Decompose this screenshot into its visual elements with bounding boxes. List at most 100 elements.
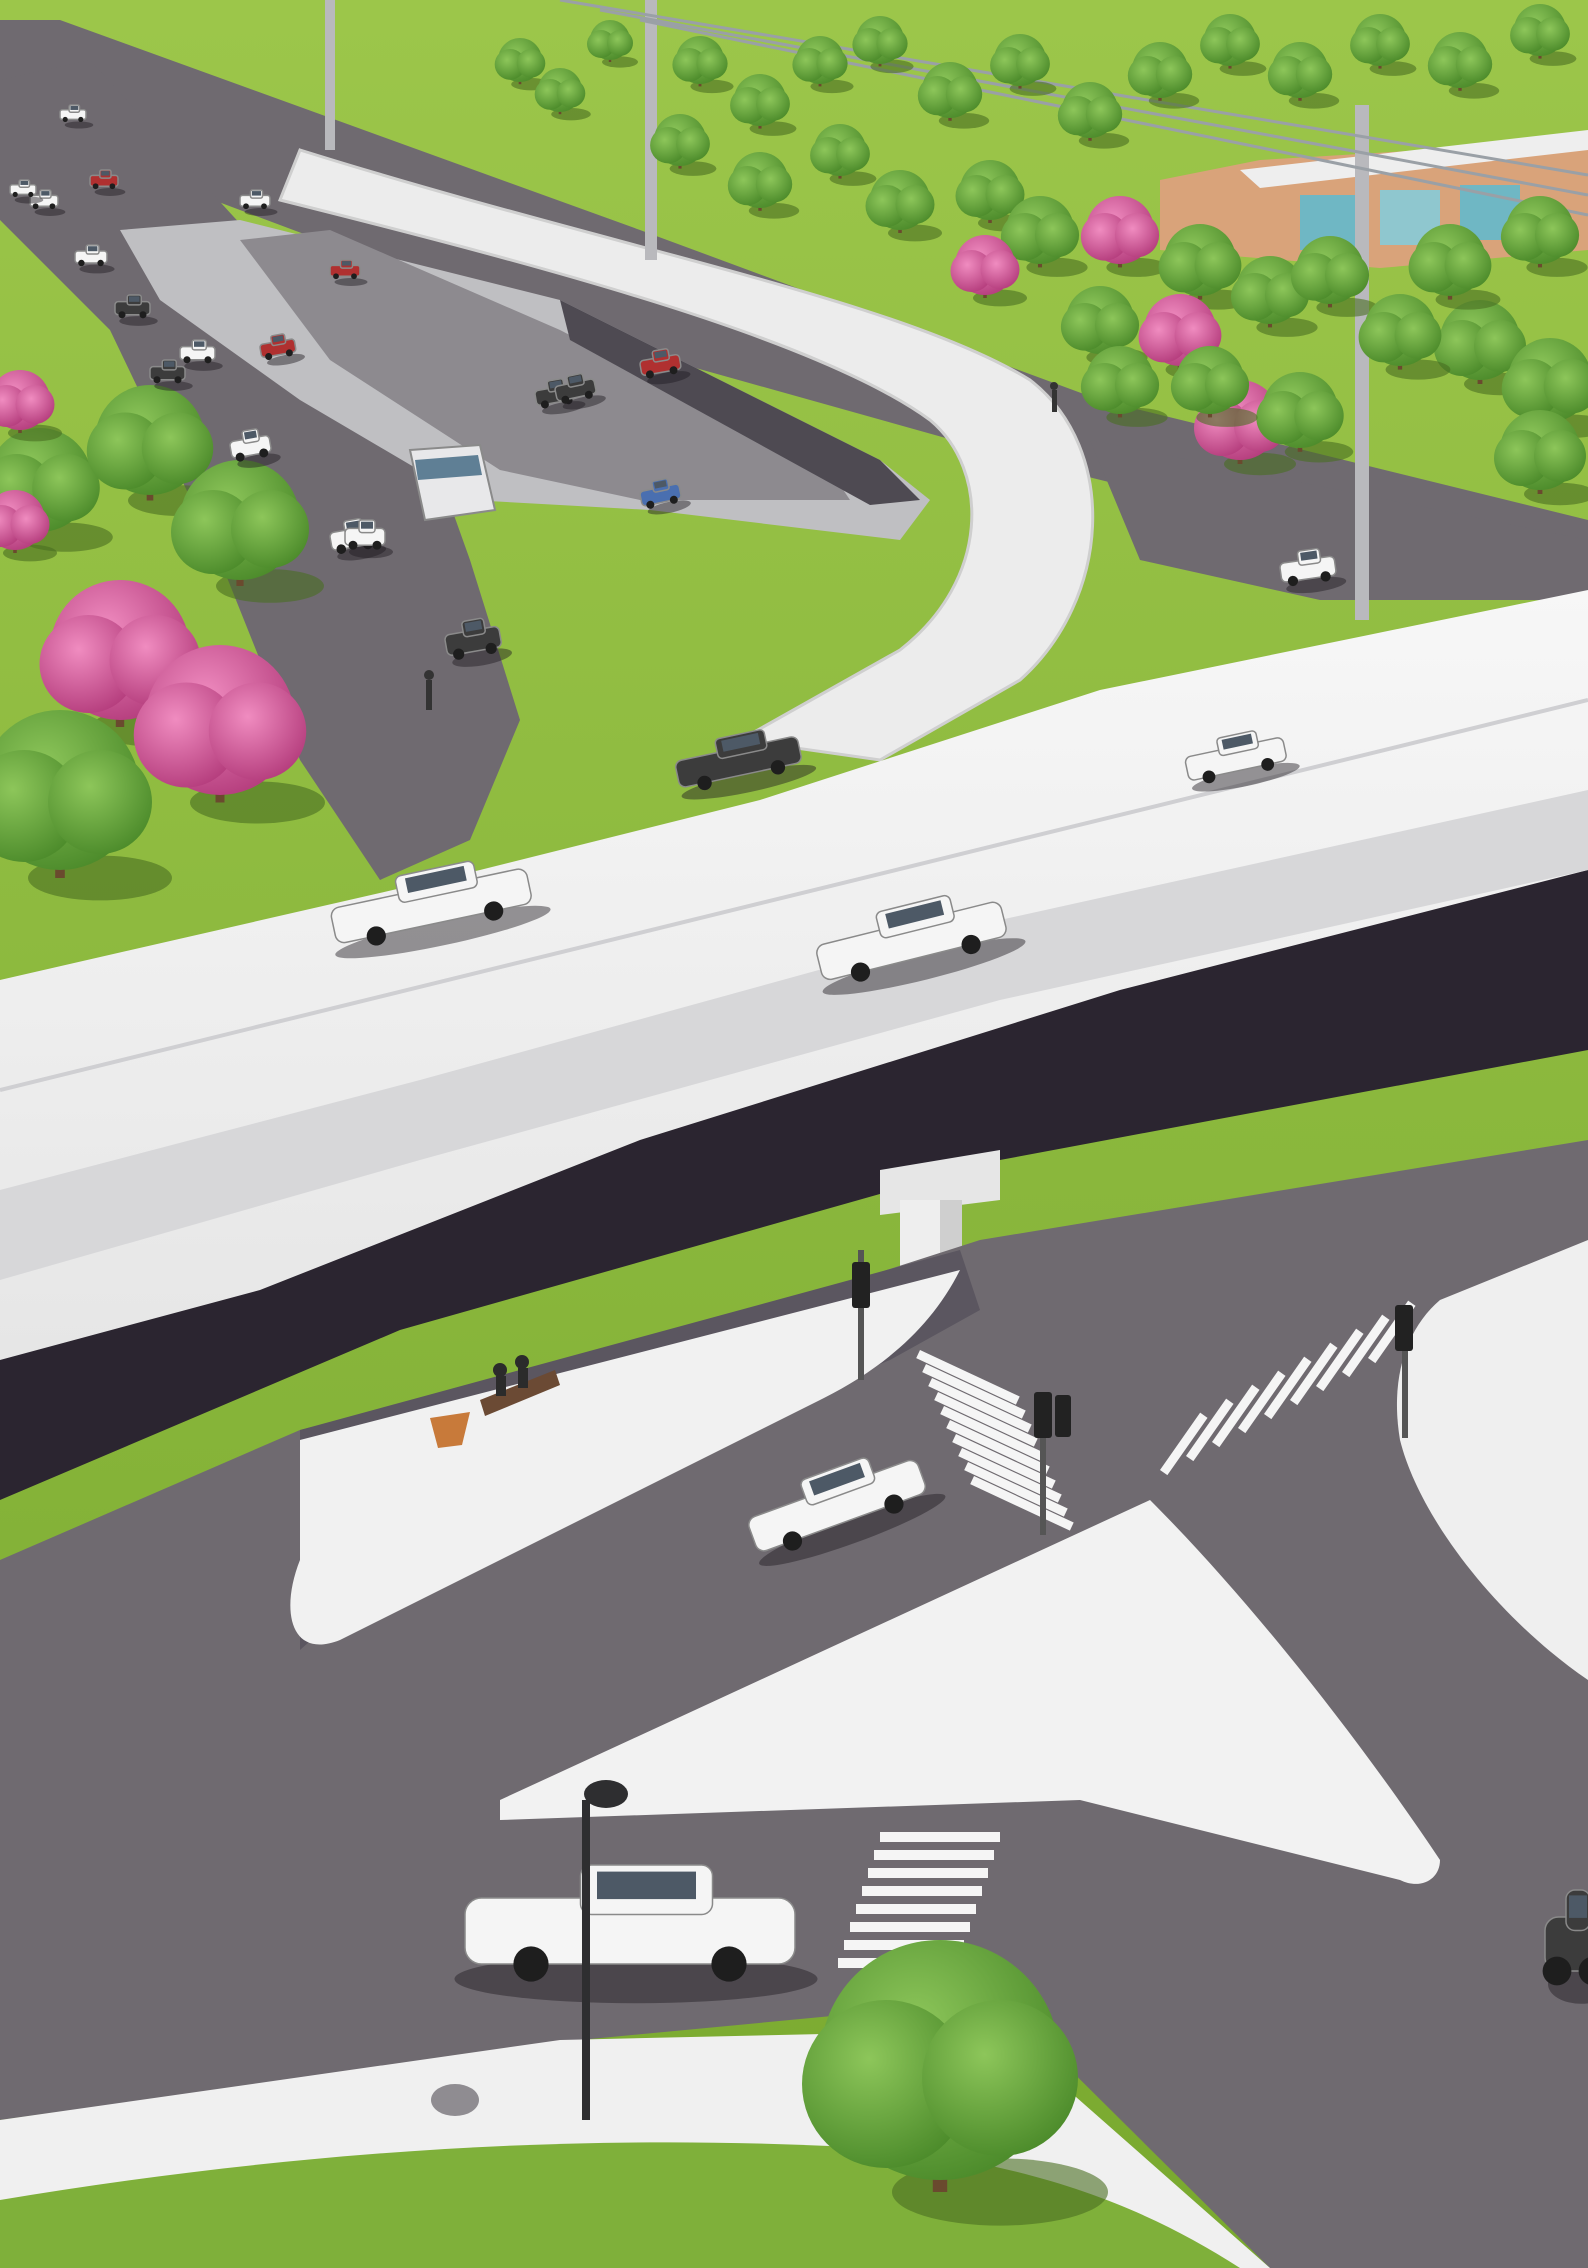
crosswalk-stripe — [970, 1475, 1074, 1531]
crosswalk-stripe — [856, 1904, 976, 1914]
tree-icon — [792, 36, 854, 94]
tree-icon — [865, 170, 942, 242]
tree-icon — [955, 160, 1032, 232]
tree-icon — [1000, 196, 1088, 277]
tree-icon — [133, 645, 325, 824]
tree-icon — [587, 20, 638, 68]
tree-icon — [1256, 372, 1354, 463]
flyover-ramp — [277, 148, 1095, 762]
crosswalk-stripe — [1160, 1412, 1208, 1476]
crosswalk-stripe — [1212, 1384, 1260, 1448]
crosswalk-stripe — [922, 1363, 1026, 1419]
trench-wall-shadow — [560, 300, 920, 505]
car-icon — [59, 104, 94, 129]
building — [1160, 130, 1588, 268]
tree-icon — [1080, 196, 1168, 277]
tree-icon — [1350, 14, 1417, 76]
car-icon — [149, 359, 193, 391]
car-icon — [89, 169, 126, 196]
car-icon — [179, 339, 223, 371]
tree-icon — [534, 68, 591, 121]
tree-icon — [0, 710, 172, 901]
local-road-right — [1090, 440, 1588, 600]
crosswalk-stripe — [844, 1940, 964, 1950]
car-icon — [639, 348, 691, 385]
tree-icon — [802, 1940, 1108, 2226]
car-icon — [675, 729, 817, 800]
crosswalk-stripe — [874, 1850, 994, 1860]
tree-icon — [1170, 346, 1258, 427]
right-island — [1396, 1240, 1588, 1680]
car-icon — [259, 333, 305, 366]
car-icon — [9, 179, 44, 204]
tree-icon — [727, 152, 800, 219]
tree-icon — [950, 235, 1027, 307]
car-icon — [639, 477, 691, 515]
crosswalk-stripe — [1289, 1342, 1338, 1406]
tree-icon — [810, 124, 877, 186]
tree-icon — [1500, 196, 1588, 277]
bridge-parapet — [0, 790, 1588, 1280]
car-icon — [29, 189, 66, 216]
car-icon — [329, 259, 368, 286]
bridge-deck — [0, 590, 1588, 1360]
crosswalk-stripe — [934, 1391, 1038, 1447]
crosswalk-stripe — [862, 1886, 982, 1896]
tree-icon — [1510, 4, 1577, 66]
vehicles-layer — [9, 104, 1588, 2004]
car-icon — [554, 372, 606, 410]
tree-icon — [1434, 300, 1536, 396]
tree-icon — [0, 490, 57, 562]
tree-icon — [1200, 14, 1267, 76]
crosswalk-stripe — [940, 1406, 1044, 1461]
crosswalk-stripe — [958, 1448, 1062, 1503]
crosswalk-stripe — [1342, 1314, 1390, 1378]
crosswalk-upper — [916, 1349, 1074, 1531]
car-icon — [229, 428, 281, 468]
bench-icon — [430, 1355, 560, 1448]
crosswalk-stripe — [1264, 1356, 1312, 1420]
tree-icon — [730, 74, 797, 136]
crosswalk-right — [1160, 1300, 1416, 1476]
car-icon — [444, 617, 512, 667]
tree-icon — [1494, 410, 1588, 506]
pedestrian-icon — [424, 382, 1058, 710]
tree-icon — [1267, 42, 1340, 109]
tree-icon — [1290, 236, 1378, 317]
tree-icon — [1057, 82, 1130, 149]
car-icon — [816, 894, 1026, 995]
car-icon — [330, 860, 551, 959]
car-icon — [1184, 730, 1300, 792]
tree-icon — [852, 16, 914, 74]
traffic-light-icon — [852, 1250, 1413, 1535]
tree-icon — [86, 385, 227, 516]
car-icon — [748, 1457, 946, 1566]
street-lamp-icon — [431, 1780, 628, 2120]
underpass-road — [240, 230, 850, 500]
car-icon — [74, 244, 115, 274]
tree-icon — [917, 62, 990, 129]
crosswalk-stripe — [952, 1434, 1056, 1489]
crosswalk-stripe — [928, 1377, 1032, 1433]
crosswalk-stripe — [916, 1349, 1020, 1405]
tree-icon — [672, 36, 734, 94]
tree-icon — [650, 114, 717, 176]
car-icon — [114, 294, 158, 326]
tree-icon — [0, 370, 62, 442]
triangular-island — [500, 1500, 1440, 1884]
tree-icon — [1230, 256, 1318, 337]
crosswalk-stripe — [1316, 1328, 1364, 1392]
tree-icon — [1358, 294, 1451, 380]
car-icon — [454, 1864, 818, 2004]
car-icon — [1542, 1889, 1588, 2004]
crosswalk-stripe — [946, 1420, 1050, 1475]
tree-icon — [1427, 32, 1500, 99]
crosswalk-stripe — [868, 1868, 988, 1878]
tree-icon — [171, 460, 324, 603]
car-icon — [344, 519, 393, 559]
tree-icon — [1127, 42, 1200, 109]
crosswalk-stripe — [850, 1922, 970, 1932]
tree-icon — [1080, 346, 1168, 427]
